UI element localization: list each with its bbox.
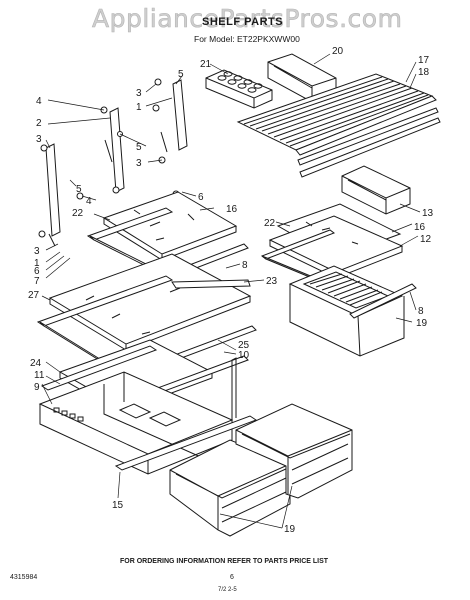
callout-5-top: 5 (178, 69, 184, 80)
callout-7: 7 (34, 276, 40, 287)
callout-4-upper: 4 (36, 96, 42, 107)
callout-labels: 21 20 17 18 5 3 1 4 2 3 5 3 6 5 4 22 16 … (28, 46, 434, 535)
callout-13: 13 (422, 208, 434, 219)
wire-shelf (236, 73, 441, 178)
callout-25: 25 (238, 340, 250, 351)
crisper-cover (288, 265, 417, 357)
callout-6-mid: 6 (198, 192, 204, 203)
callout-3-low: 3 (34, 246, 40, 257)
diagram-title: SHELF PARTS (202, 16, 284, 28)
callout-20: 19 (416, 318, 428, 329)
callout-3-upper: 3 (36, 134, 42, 145)
callout-23-left: 22 (72, 208, 84, 219)
callout-1-low: 1 (34, 258, 40, 269)
door-bin (341, 165, 411, 215)
callout-2: 2 (36, 118, 42, 129)
callout-15: 15 (112, 500, 124, 511)
callout-21: 20 (332, 46, 344, 57)
model-line: For Model: ET22PKXWW00 (194, 34, 300, 44)
callout-5-mid: 5 (136, 142, 142, 153)
callout-23-right: 22 (264, 218, 276, 229)
callout-27: 27 (28, 290, 40, 301)
leader-lines (41, 53, 421, 529)
callout-16-right: 16 (414, 222, 426, 233)
ordering-note: FOR ORDERING INFORMATION REFER TO PARTS … (120, 558, 329, 565)
callout-3-top: 3 (136, 88, 142, 99)
footer-mark: 7/2 2-5 (218, 587, 237, 593)
callout-5-low: 5 (76, 184, 82, 195)
egg-tray (205, 69, 273, 109)
callout-8-mid: 8 (242, 260, 248, 271)
callout-24: 24 (30, 358, 42, 369)
callout-18: 18 (418, 67, 430, 78)
page-number: 6 (230, 574, 234, 581)
callout-1-top: 1 (136, 102, 142, 113)
watermark: AppliancePartsPros.com (92, 4, 403, 34)
callout-4-low: 4 (86, 196, 92, 207)
callout-22: 21 (200, 59, 212, 70)
dairy-bin (267, 53, 337, 103)
document-id: 4315984 (10, 574, 38, 581)
callout-19: 19 (284, 524, 296, 535)
pan-housing (38, 357, 258, 475)
callout-10: 10 (238, 350, 250, 361)
crisper-drawers (169, 403, 353, 537)
callout-12: 12 (420, 234, 432, 245)
callout-3-mid: 3 (136, 158, 142, 169)
callout-6-low: 6 (34, 266, 40, 277)
callout-9: 9 (34, 382, 40, 393)
callout-11: 11 (34, 370, 45, 381)
callout-8-right: 8 (418, 306, 424, 317)
callout-17: 17 (418, 55, 430, 66)
callout-26: 23 (266, 276, 278, 287)
callout-16-left: 16 (226, 204, 238, 215)
